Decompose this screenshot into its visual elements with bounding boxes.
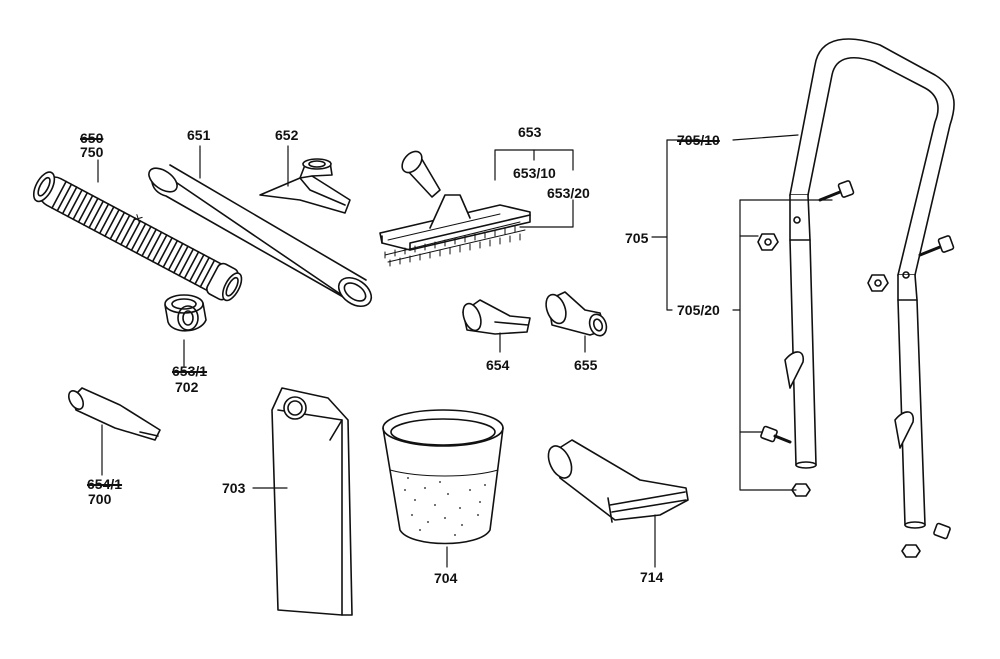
label-714: 714 <box>640 569 664 585</box>
label-705-10: 705/10 <box>677 132 720 148</box>
dirt-container-icon[interactable] <box>382 409 504 545</box>
label-702: 702 <box>175 379 199 395</box>
label-705: 705 <box>625 230 649 246</box>
label-704: 704 <box>434 570 458 586</box>
label-654-1: 654/1 <box>87 476 123 492</box>
push-handle-assembly-icon[interactable] <box>757 38 955 558</box>
round-reducer-nozzle-icon[interactable] <box>542 291 609 338</box>
label-653-10: 653/10 <box>513 165 556 181</box>
label-700: 700 <box>88 491 112 507</box>
label-655: 655 <box>574 357 598 373</box>
floor-brush-nozzle-icon[interactable] <box>379 148 531 267</box>
label-650: 650 <box>80 130 104 146</box>
label-652: 652 <box>275 127 299 143</box>
flat-suction-nozzle-icon[interactable] <box>460 299 531 335</box>
corrugated-hose-icon[interactable] <box>29 166 247 305</box>
wide-squeegee-nozzle-icon[interactable] <box>544 439 689 523</box>
label-653-20: 653/20 <box>547 185 590 201</box>
angled-crevice-tool-icon[interactable] <box>66 387 161 441</box>
hose-adapter-icon[interactable] <box>164 294 207 332</box>
label-653: 653 <box>518 124 542 140</box>
straight-tube-icon[interactable] <box>145 163 377 312</box>
paper-filter-bag-icon[interactable] <box>271 387 353 616</box>
label-705-20: 705/20 <box>677 302 720 318</box>
label-654: 654 <box>486 357 510 373</box>
leader-lines <box>97 134 833 568</box>
label-651: 651 <box>187 127 211 143</box>
label-653-1: 653/1 <box>172 363 208 379</box>
label-703: 703 <box>222 480 246 496</box>
label-750: 750 <box>80 144 104 160</box>
flat-nozzle-icon[interactable] <box>259 158 351 214</box>
